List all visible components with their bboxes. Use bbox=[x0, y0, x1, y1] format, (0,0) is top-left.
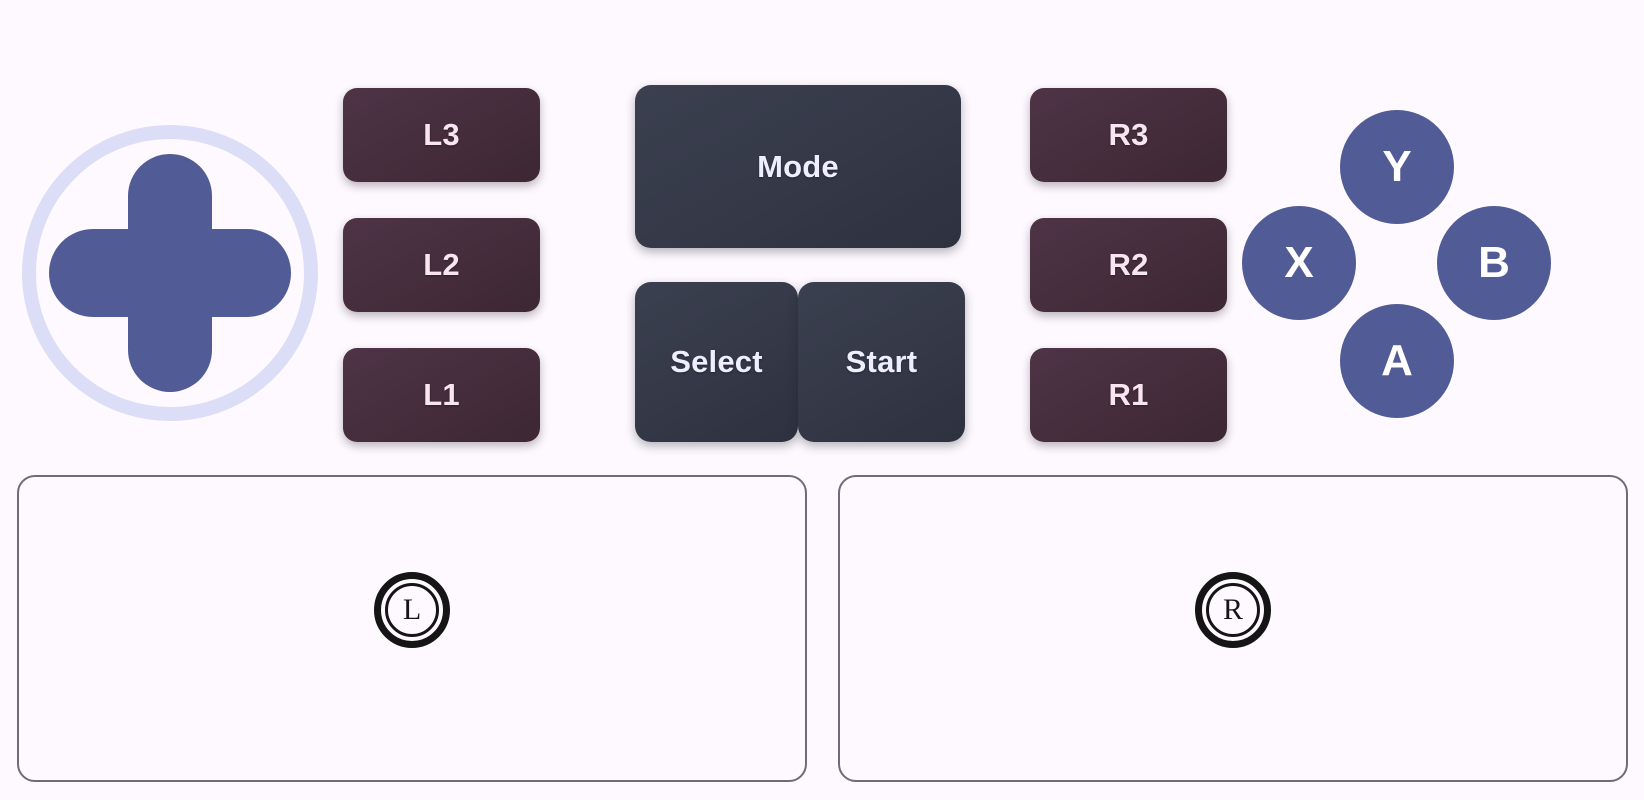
button-l3[interactable]: L3 bbox=[343, 88, 540, 182]
right-stick-label: R bbox=[1222, 593, 1243, 627]
left-stick-outer-ring bbox=[374, 572, 450, 649]
button-start[interactable]: Start bbox=[798, 282, 965, 442]
button-r2[interactable]: R2 bbox=[1030, 218, 1227, 312]
dpad-vertical-arm bbox=[128, 154, 212, 392]
button-a[interactable]: A bbox=[1340, 304, 1454, 418]
dpad[interactable] bbox=[22, 125, 318, 421]
button-select[interactable]: Select bbox=[635, 282, 798, 442]
right-stick-panel[interactable]: R bbox=[838, 475, 1628, 782]
right-stick-outer-ring bbox=[1195, 572, 1271, 649]
button-r3[interactable]: R3 bbox=[1030, 88, 1227, 182]
button-mode[interactable]: Mode bbox=[635, 85, 961, 248]
right-stick-inner-ring: R bbox=[1206, 583, 1260, 638]
button-y[interactable]: Y bbox=[1340, 110, 1454, 224]
button-l2[interactable]: L2 bbox=[343, 218, 540, 312]
left-stick-panel[interactable]: L bbox=[17, 475, 807, 782]
button-r1[interactable]: R1 bbox=[1030, 348, 1227, 442]
button-l1[interactable]: L1 bbox=[343, 348, 540, 442]
circled-l-icon: L bbox=[374, 572, 450, 649]
left-stick-label: L bbox=[402, 593, 422, 627]
circled-r-icon: R bbox=[1195, 572, 1271, 649]
button-b[interactable]: B bbox=[1437, 206, 1551, 320]
dpad-cross-icon bbox=[49, 154, 291, 392]
left-stick-inner-ring: L bbox=[385, 583, 439, 638]
button-x[interactable]: X bbox=[1242, 206, 1356, 320]
